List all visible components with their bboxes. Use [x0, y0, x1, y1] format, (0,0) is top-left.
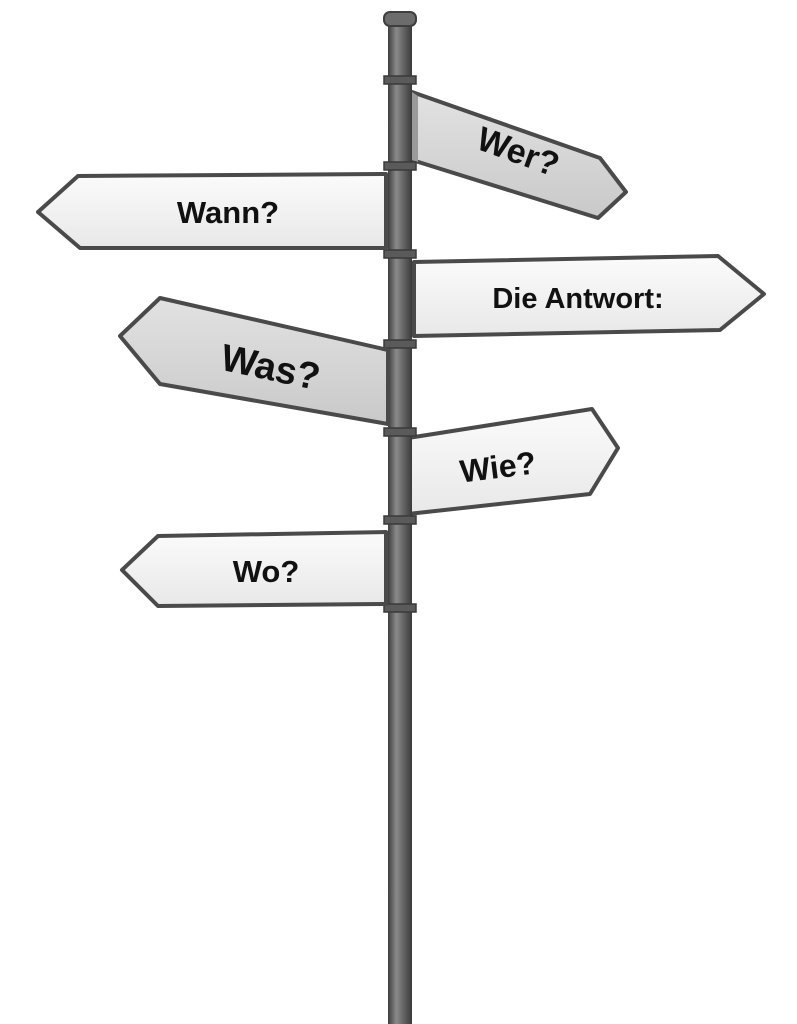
sign-was: Was? — [118, 296, 390, 426]
sign-die-antwort-label: Die Antwort: — [492, 283, 663, 315]
sign-wann-label: Wann? — [177, 195, 279, 230]
sign-wer: Wer? — [410, 90, 628, 220]
signpost-pole — [383, 11, 417, 1024]
sign-wie: Wie? — [406, 407, 620, 516]
sign-wo-label: Wo? — [233, 554, 300, 589]
sign-die-antwort: Die Antwort: — [412, 254, 766, 338]
sign-wann: Wann? — [36, 172, 388, 250]
sign-wo: Wo? — [120, 530, 388, 608]
